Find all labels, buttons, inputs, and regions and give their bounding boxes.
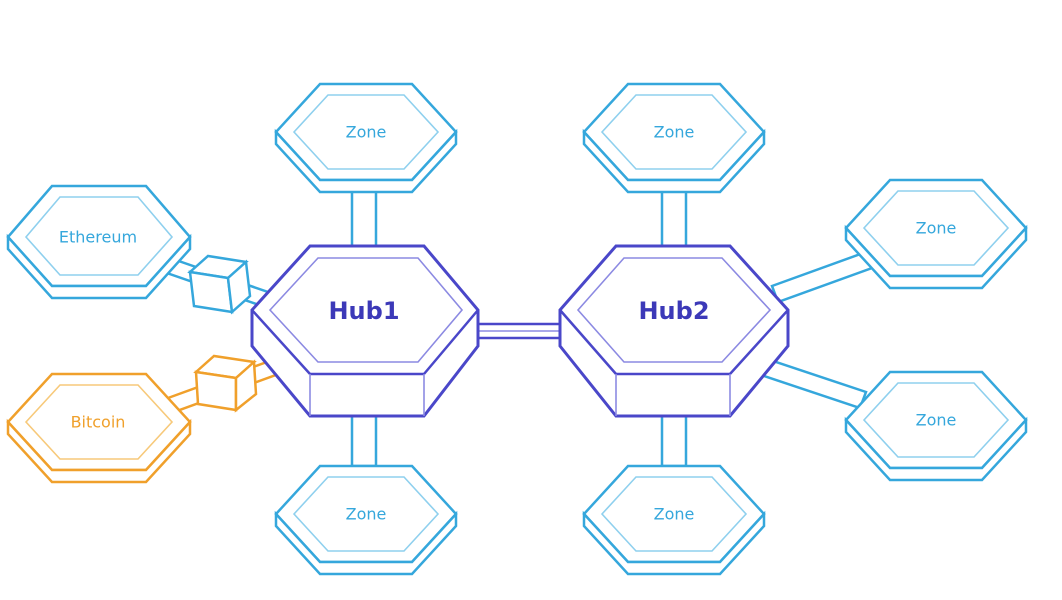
- bitcoin-label: Bitcoin: [71, 413, 126, 432]
- zone-label: Zone: [346, 123, 387, 142]
- zone-label: Zone: [916, 411, 957, 430]
- zone-node-hub2-upper-right[interactable]: Zone: [844, 178, 1028, 290]
- zone-label: Zone: [654, 505, 695, 524]
- ethereum-node[interactable]: Ethereum: [6, 184, 192, 300]
- hub1-label: Hub1: [328, 297, 399, 325]
- zone-label: Zone: [654, 123, 695, 142]
- ethereum-label: Ethereum: [59, 228, 137, 247]
- zone-node-hub2-bottom[interactable]: Zone: [582, 464, 766, 576]
- hub2-label: Hub2: [638, 297, 709, 325]
- hub2-node[interactable]: Hub2: [558, 244, 790, 418]
- zone-node-hub1-top[interactable]: Zone: [274, 82, 458, 194]
- bitcoin-peg-zone-cube: [193, 354, 258, 413]
- zone-node-hub2-lower-right[interactable]: Zone: [844, 370, 1028, 482]
- connector-hub2-zone-upper-right: [770, 250, 874, 304]
- bitcoin-node[interactable]: Bitcoin: [6, 372, 192, 484]
- zone-label: Zone: [346, 505, 387, 524]
- zone-node-hub2-top[interactable]: Zone: [582, 82, 766, 194]
- zone-node-hub1-bottom[interactable]: Zone: [274, 464, 458, 576]
- ethereum-peg-zone-cube: [187, 254, 252, 315]
- zone-label: Zone: [916, 219, 957, 238]
- connector-hub2-zone-top: [660, 188, 688, 250]
- connector-hub1-hub2: [470, 322, 568, 340]
- connector-hub1-zone-top: [350, 188, 378, 250]
- hub1-node[interactable]: Hub1: [250, 244, 480, 418]
